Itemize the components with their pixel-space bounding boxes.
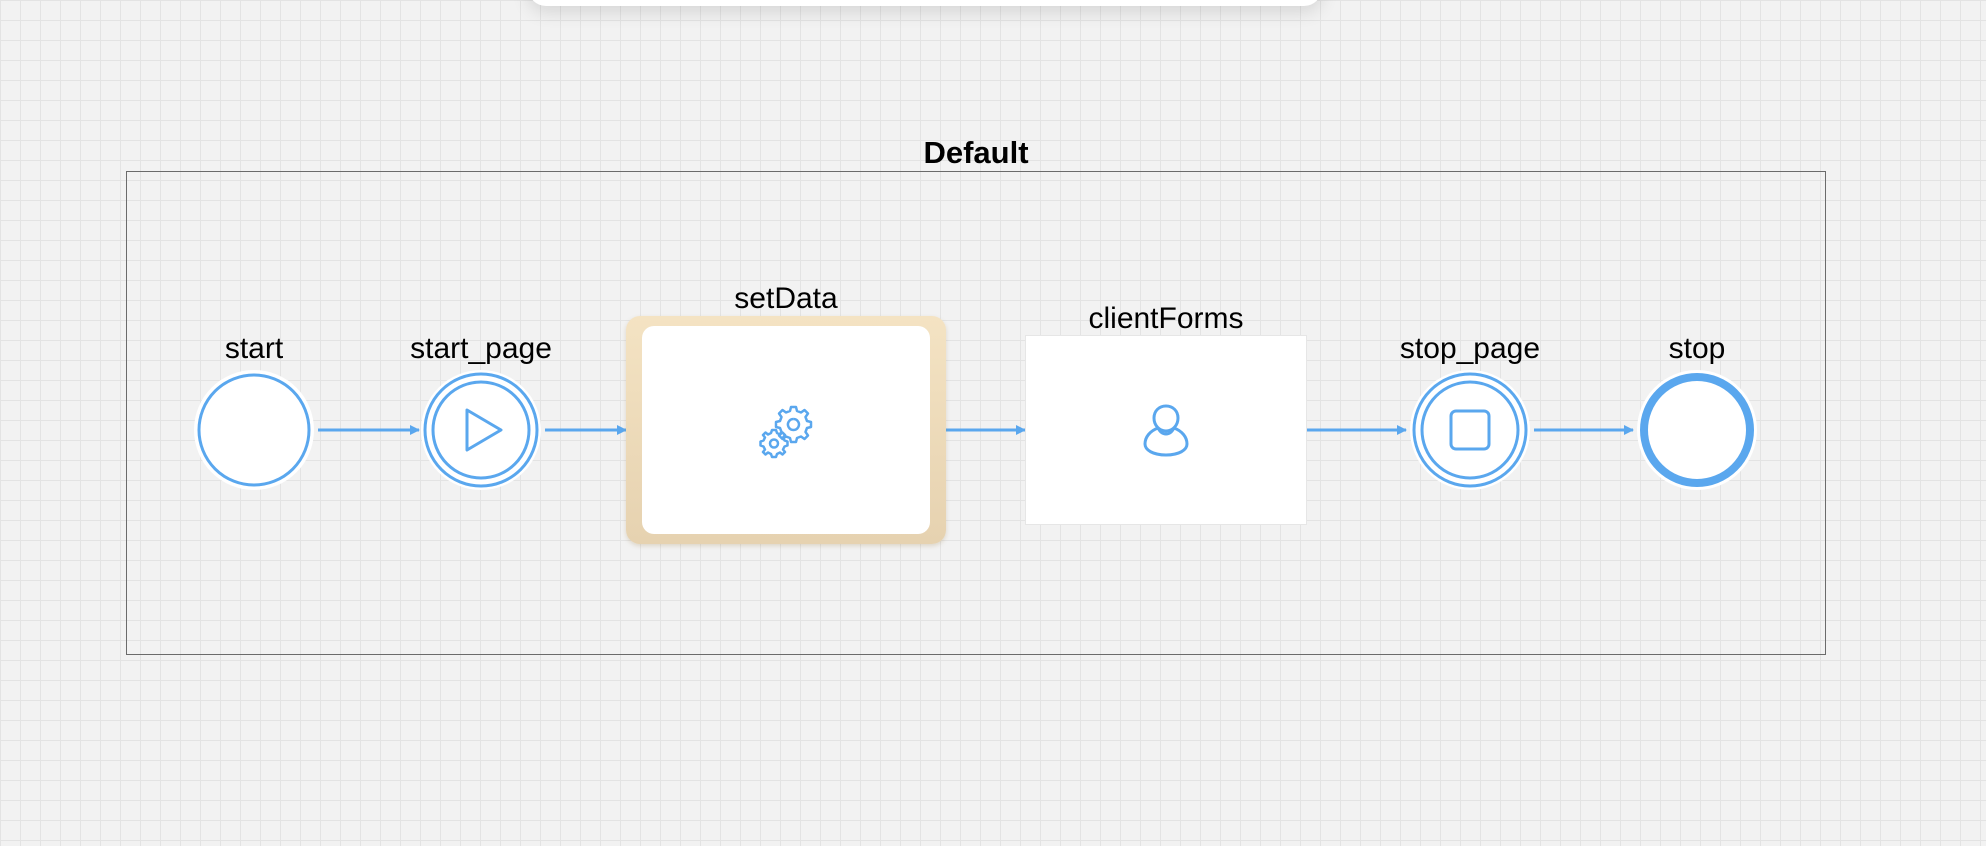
start-page-event-node[interactable] — [419, 368, 543, 492]
stop-page-event-node[interactable] — [1408, 368, 1532, 492]
node-label-clientforms: clientForms — [1088, 302, 1244, 335]
node-label-stop-page: stop_page — [1399, 332, 1541, 365]
start-event-node[interactable] — [192, 368, 316, 492]
play-icon — [465, 408, 503, 452]
node-label-stop: stop — [1668, 332, 1726, 365]
service-task-setdata[interactable] — [642, 326, 930, 534]
pool-default[interactable] — [126, 171, 1826, 655]
pool-title: Default — [923, 135, 1029, 170]
node-label-start: start — [224, 332, 284, 365]
stop-square-icon — [1449, 409, 1491, 451]
top-toolbar-panel — [528, 0, 1322, 6]
end-event-node[interactable] — [1635, 368, 1759, 492]
node-label-setdata: setData — [734, 282, 838, 315]
user-icon — [1143, 404, 1189, 457]
gears-icon — [759, 405, 813, 459]
node-label-start-page: start_page — [410, 332, 552, 365]
